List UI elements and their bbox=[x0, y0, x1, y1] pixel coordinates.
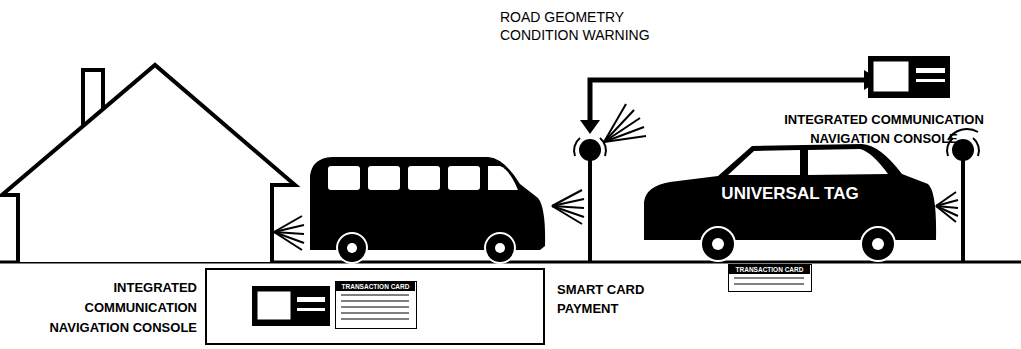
car-hub bbox=[872, 238, 884, 250]
console-slot bbox=[297, 297, 325, 302]
node-label: INTEGRATED COMMUNICATION NAVIGATION CONS… bbox=[758, 110, 1010, 148]
car-wheel bbox=[861, 227, 895, 261]
van-window bbox=[328, 166, 360, 190]
node-label: TRANSACTION CARD bbox=[729, 265, 810, 274]
console-screen bbox=[873, 61, 909, 92]
signal-waves bbox=[604, 104, 646, 142]
console-slot bbox=[916, 68, 945, 73]
van-window bbox=[408, 166, 440, 190]
car-body bbox=[644, 144, 936, 240]
card-line bbox=[341, 294, 409, 295]
signal-waves bbox=[552, 190, 584, 224]
wave-line bbox=[552, 199, 584, 206]
car-window bbox=[808, 149, 888, 175]
beacon-arc bbox=[973, 138, 979, 156]
van-windows bbox=[328, 166, 518, 190]
card-line bbox=[341, 306, 409, 307]
console-body bbox=[868, 56, 950, 98]
car-hub bbox=[712, 238, 724, 250]
beacon-pole bbox=[588, 158, 592, 262]
console-slot bbox=[297, 308, 325, 311]
wave-line bbox=[604, 136, 646, 142]
van-hub bbox=[347, 243, 357, 253]
wave-line bbox=[274, 225, 304, 232]
console-screen bbox=[257, 291, 291, 320]
arrow-head bbox=[580, 120, 600, 134]
signal-waves bbox=[274, 216, 304, 250]
van-wheel bbox=[485, 233, 515, 263]
car-node: UNIVERSAL TAG bbox=[640, 140, 940, 262]
warning-label: ROAD GEOMETRY CONDITION WARNING bbox=[500, 8, 675, 44]
house-outline bbox=[2, 65, 295, 262]
card-line bbox=[341, 318, 409, 319]
van-wheel bbox=[337, 233, 367, 263]
beacon-head bbox=[579, 139, 601, 161]
van-hub bbox=[495, 243, 505, 253]
van-window bbox=[448, 166, 480, 190]
card-line bbox=[734, 277, 804, 278]
signal-waves bbox=[936, 192, 958, 222]
card-line bbox=[341, 300, 409, 301]
van-windshield bbox=[488, 166, 518, 190]
payment-box: INTEGRATED COMMUNICATION NAVIGATION CONS… bbox=[205, 268, 545, 345]
console-body bbox=[252, 286, 330, 326]
wave-line bbox=[552, 206, 582, 224]
card-line bbox=[734, 283, 804, 284]
beacon-arc bbox=[574, 138, 580, 156]
house-chimney bbox=[83, 70, 103, 126]
node-label: INTEGRATED COMMUNICATION NAVIGATION CONS… bbox=[29, 278, 197, 338]
wave-line bbox=[936, 200, 958, 206]
car-wheel bbox=[701, 227, 735, 261]
node-label: TRANSACTION CARD bbox=[336, 282, 415, 291]
wave-line bbox=[274, 232, 302, 250]
wave-line bbox=[936, 206, 956, 222]
card-line bbox=[341, 312, 409, 313]
beacon-pole bbox=[961, 158, 965, 262]
node-label: SMART CARD PAYMENT bbox=[557, 280, 667, 318]
car-window bbox=[728, 150, 800, 175]
node-label: UNIVERSAL TAG bbox=[690, 184, 890, 204]
transaction-card: TRANSACTION CARD bbox=[335, 281, 417, 329]
console-slot bbox=[916, 79, 945, 82]
van-window bbox=[368, 166, 400, 190]
transaction-card: TRANSACTION CARD bbox=[728, 264, 812, 292]
